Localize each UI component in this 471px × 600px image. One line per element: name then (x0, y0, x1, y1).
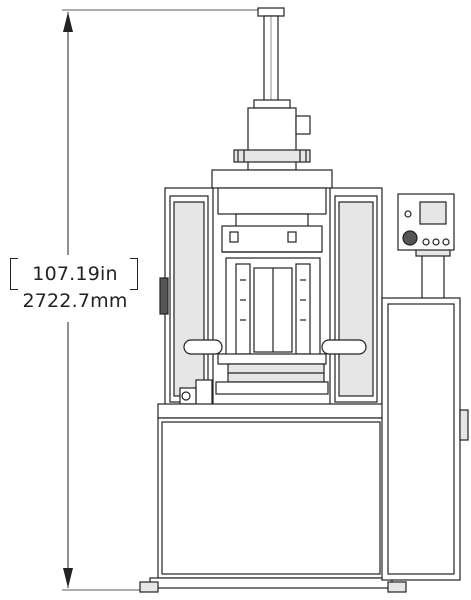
dimension-bracket-left (10, 258, 18, 290)
hydraulic-cylinder (233, 7, 311, 171)
emergency-stop-icon (402, 230, 418, 246)
press-head (211, 169, 333, 229)
frame-right-column (329, 187, 383, 411)
frame-left-column (159, 187, 214, 411)
arrow-top-icon (63, 12, 73, 32)
roller-left (183, 339, 223, 355)
mold-area (225, 257, 321, 359)
machine-base (139, 403, 407, 593)
height-dimension-mm: 2722.7mm (22, 290, 128, 312)
hmi-screen (419, 201, 447, 225)
control-pendant (397, 193, 455, 301)
height-dimension-inches: 107.19in (32, 263, 118, 285)
upper-platen (221, 225, 323, 253)
roller-right (321, 339, 367, 355)
dimension-bracket-right (130, 258, 138, 290)
electrical-cabinet (381, 297, 469, 581)
arrow-bottom-icon (63, 568, 73, 588)
lower-platen (215, 353, 329, 395)
dimension-line (62, 9, 260, 591)
